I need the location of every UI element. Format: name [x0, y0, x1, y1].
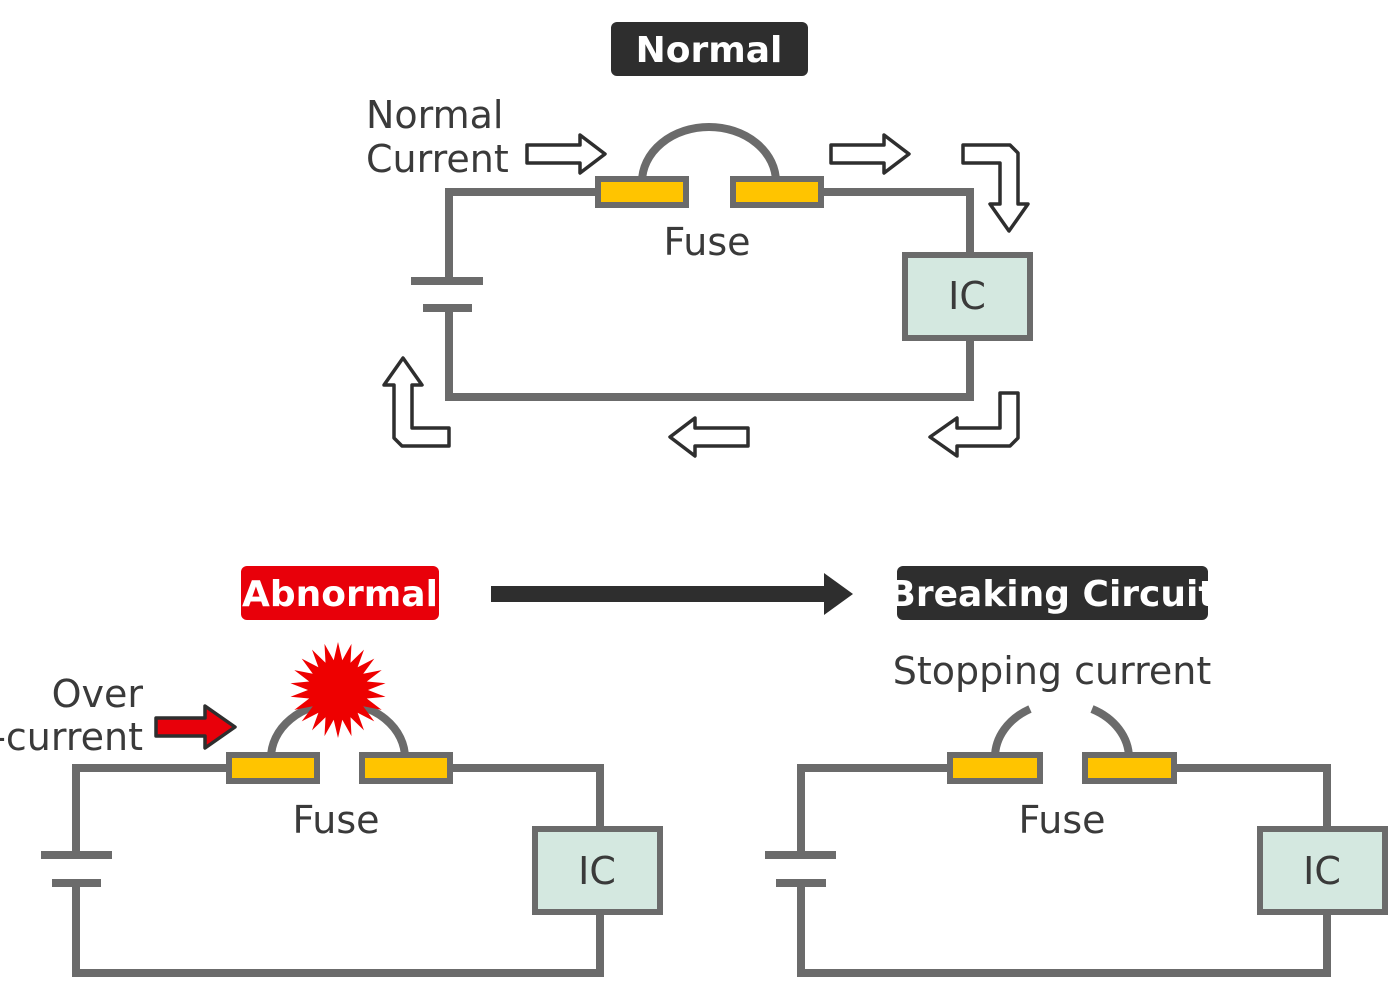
breaking-badge-label: Breaking Circuit: [888, 574, 1215, 615]
normal-ic-label: IC: [948, 274, 986, 318]
normal-badge: [611, 22, 808, 76]
breaking-battery: [765, 851, 836, 887]
abnormal-badge-label: Abnormal: [242, 574, 438, 615]
normal-section: Normal Normal Current Fuse IC: [366, 22, 1033, 458]
overcurrent-arrow-icon: [154, 704, 237, 750]
broken-fuse-wire-left: [990, 705, 1032, 759]
arrow-right-icon: [525, 133, 607, 175]
breaking-section: Breaking Circuit Stopping current Fuse I…: [765, 566, 1388, 977]
arrow-right-icon: [829, 133, 911, 175]
breaking-ic-label: IC: [1303, 849, 1341, 893]
abnormal-ic: [532, 826, 663, 915]
arrow-turn-left-icon: [928, 391, 1020, 458]
abnormal-ic-label: IC: [578, 849, 616, 893]
normal-current-label-line2: Current: [366, 137, 509, 181]
normal-fuse-label: Fuse: [663, 220, 750, 264]
transition-arrow: [491, 573, 853, 615]
breaking-fuse: [947, 752, 1177, 784]
stopping-current-label: Stopping current: [893, 649, 1211, 693]
overcurrent-label-line2: -current: [0, 715, 143, 759]
overcurrent-label-line1: Over: [52, 672, 144, 716]
normal-battery: [411, 277, 483, 312]
abnormal-section: Abnormal Over -current Fuse IC: [0, 566, 663, 977]
abnormal-badge: [241, 566, 439, 620]
abnormal-fuse: [226, 752, 453, 784]
abnormal-battery: [41, 851, 112, 887]
normal-ic: [902, 252, 1033, 341]
breaking-ic: [1257, 826, 1388, 915]
arrow-turn-down-icon: [961, 143, 1030, 233]
normal-current-label-line1: Normal: [366, 93, 504, 137]
breaking-fuse-label: Fuse: [1018, 798, 1105, 842]
explosion-burst-icon: [290, 642, 386, 738]
normal-badge-label: Normal: [636, 30, 783, 71]
breaking-badge: [897, 566, 1208, 620]
normal-fuse: [595, 176, 824, 208]
normal-wire: [445, 123, 974, 401]
abnormal-fuse-label: Fuse: [292, 798, 379, 842]
breaking-wire: [797, 705, 1331, 977]
broken-fuse-wire-right: [1090, 705, 1133, 759]
arrow-left-icon: [668, 416, 750, 458]
arrow-turn-up-icon: [382, 356, 451, 448]
